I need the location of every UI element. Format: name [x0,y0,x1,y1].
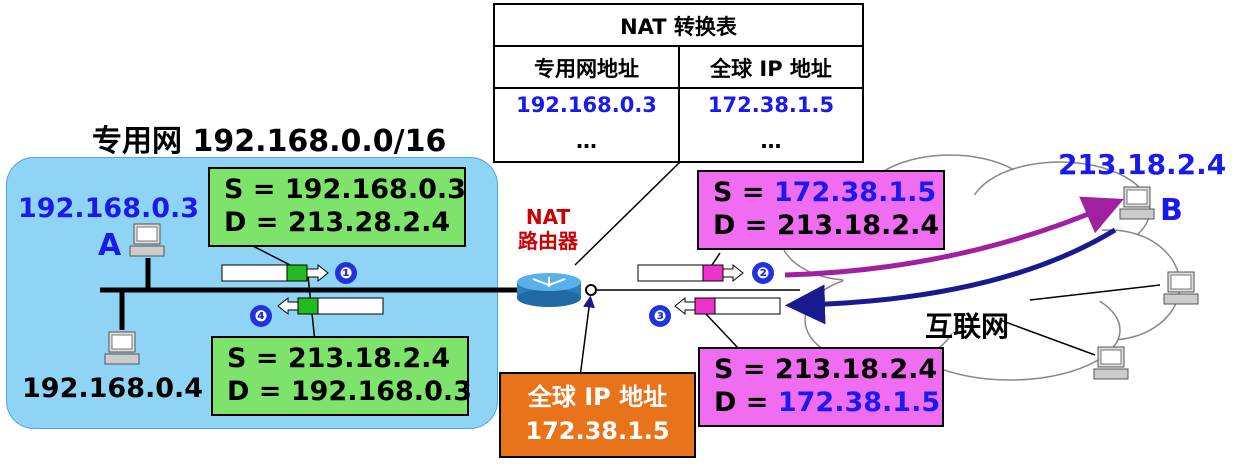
host-a-label: A [98,228,122,263]
router-label: NAT 路由器 [512,205,584,253]
host-a-ip: 192.168.0.3 [18,193,200,224]
step-3-marker: ❸ [649,305,671,327]
nat-table-divider [678,47,680,161]
host-b-ip: 213.18.2.4 [1058,148,1227,181]
computer-icon [1093,346,1129,380]
host-b-label: B [1160,193,1183,228]
computer-icon [1119,186,1155,220]
packet-4-header: S = 213.18.2.4 D = 192.168.0.3 [211,336,472,416]
packet-bar-2 [637,263,744,283]
packet-1-dest: D = 213.28.2.4 [224,207,451,238]
packet-bar-4 [277,296,384,316]
packet-bar-1 [221,263,329,283]
computer-icon [129,223,165,257]
private-network-title: 专用网 192.168.0.0/16 [92,124,447,159]
packet-3-source: S = 213.18.2.4 [714,354,938,385]
packet-2-source-value: 172.38.1.5 [773,177,937,208]
packet-2-dest: D = 213.18.2.4 [713,210,940,241]
host-2-ip: 192.168.0.4 [22,373,204,404]
packet-2-source-prefix: S = [713,177,774,208]
global-ip-box: 全球 IP 地址 172.38.1.5 [499,372,696,458]
computer-icon [1163,271,1199,305]
global-ip-label: 全球 IP 地址 [527,383,668,411]
packet-bar-3 [674,296,781,316]
global-ip-value: 172.38.1.5 [525,417,670,445]
step-2-marker: ❷ [752,262,774,284]
computer-icon [104,331,140,365]
nat-table-col-global: 全球 IP 地址 [710,57,832,81]
packet-3-header: S = 213.18.2.4 D = 172.38.1.5 [698,347,944,427]
internet-label: 互联网 [925,310,1010,343]
step-4-marker: ❹ [250,305,272,327]
nat-table-row1-global: 172.38.1.5 [707,93,835,117]
packet-3-dest-prefix: D = [714,387,778,418]
nat-table-title-row: NAT 转换表 [495,5,862,47]
router-icon [517,273,581,307]
packet-1-header: S = 192.168.0.3 D = 213.28.2.4 [208,167,466,247]
packet-3-dest-value: 172.38.1.5 [777,387,941,418]
packet-4-dest: D = 192.168.0.3 [227,376,472,407]
packet-2-header: S = 172.38.1.5 D = 213.18.2.4 [697,170,945,250]
nat-table-col-private: 专用网地址 [534,57,639,81]
router-label-line2: 路由器 [518,229,578,253]
nat-translation-table: NAT 转换表 专用网地址 全球 IP 地址 192.168.0.3 172.3… [493,3,864,163]
packet-1-source: S = 192.168.0.3 [224,174,466,205]
packet-4-source: S = 213.18.2.4 [227,343,451,374]
nat-table-row1-private: 192.168.0.3 [516,93,657,117]
step-1-marker: ❶ [335,262,357,284]
router-label-line1: NAT [525,205,571,229]
nat-table-row2-global: … [760,129,782,153]
nat-table-row2-private: … [576,129,597,153]
nat-table-title: NAT 转换表 [620,15,737,39]
